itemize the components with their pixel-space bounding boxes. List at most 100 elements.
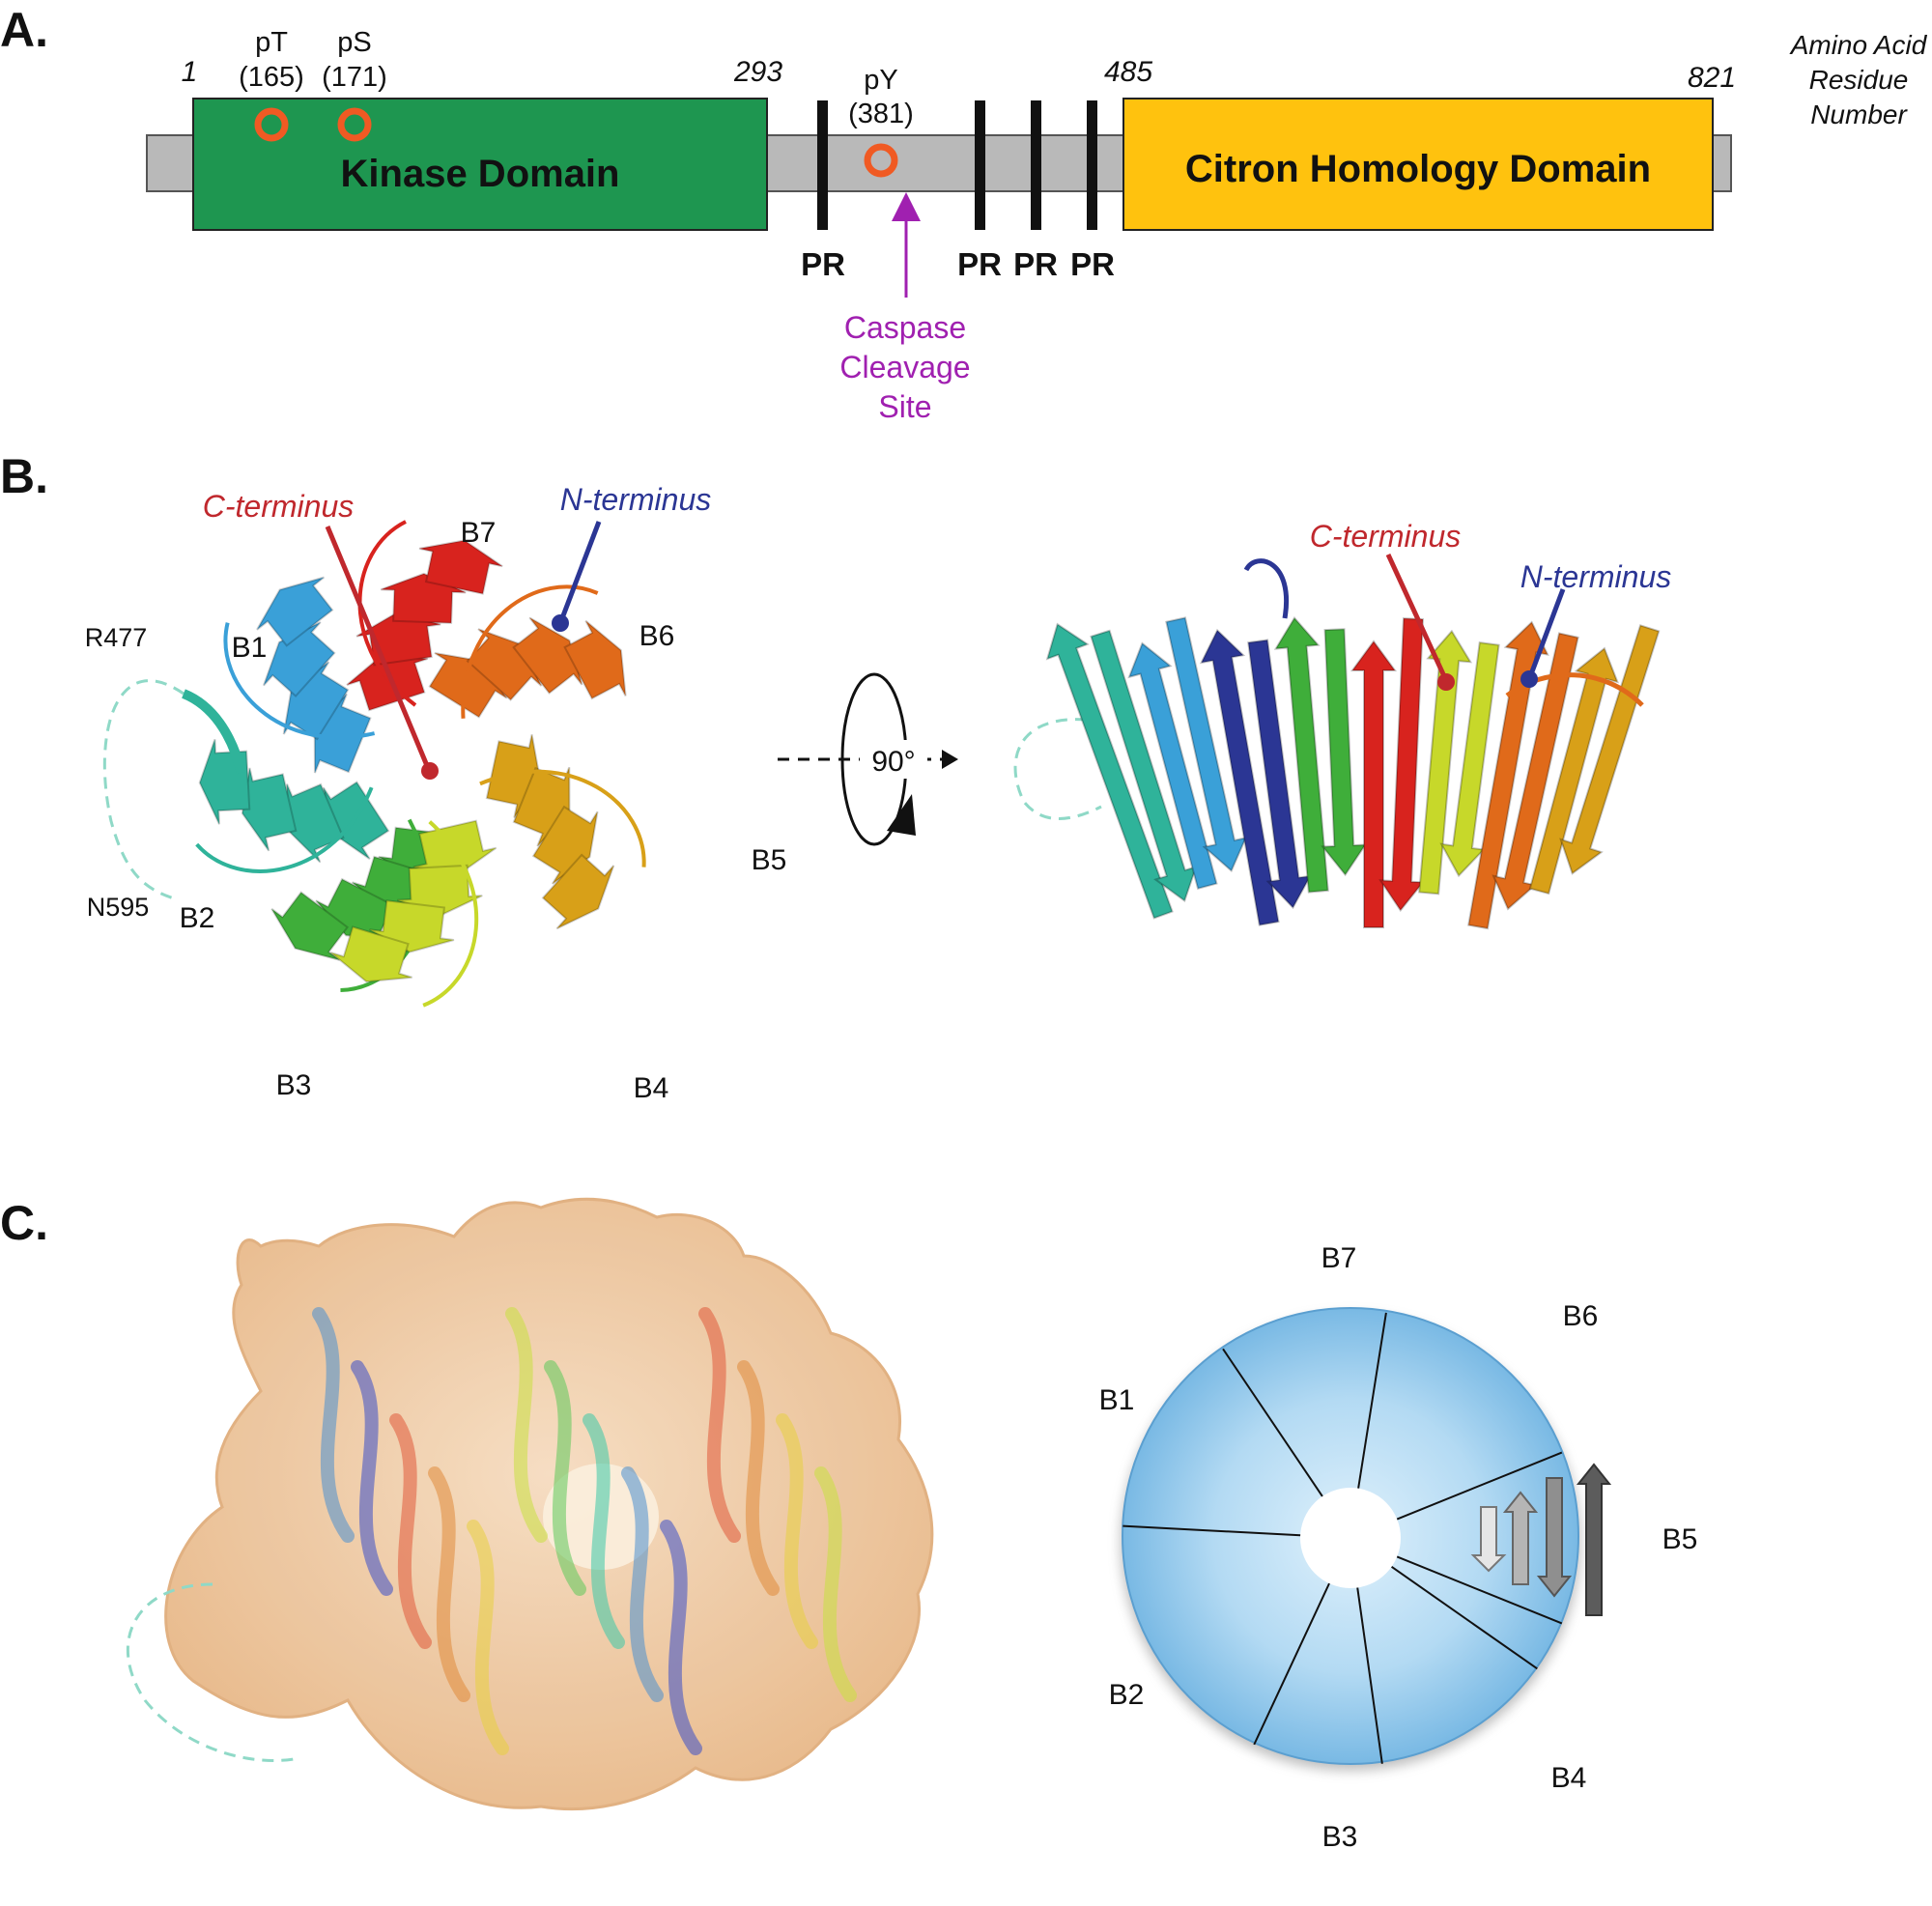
donut-label-b2: B2 xyxy=(1109,1679,1145,1711)
site-pt-marker xyxy=(254,107,289,142)
axis-note-line-2: Residue xyxy=(1809,65,1909,95)
panel-c-letter: C. xyxy=(0,1196,48,1250)
kinase-domain-label: Kinase Domain xyxy=(341,153,620,195)
loop xyxy=(479,769,646,868)
site-py-marker xyxy=(864,143,898,178)
n-terminus-pointer-left xyxy=(559,521,602,619)
surface-ribbon xyxy=(582,1413,625,1649)
blade-label-b1: B1 xyxy=(232,632,268,664)
side-strand xyxy=(1321,628,1368,877)
donut-label-b3: B3 xyxy=(1322,1821,1358,1853)
donut-spoke xyxy=(1391,1566,1538,1670)
donut-spoke xyxy=(1357,1312,1387,1489)
c-terminus-dot-left xyxy=(421,762,439,780)
side-strand xyxy=(1045,622,1174,920)
n-terminus-pointer-right xyxy=(1528,588,1566,675)
strand-arrow xyxy=(270,891,350,961)
site-py-position: (381) xyxy=(848,99,914,129)
caspase-label-line-3: Site xyxy=(878,389,931,424)
residue-number-485: 485 xyxy=(1104,56,1152,88)
pr-label-3: PR xyxy=(1013,246,1058,282)
surface-ribbon xyxy=(467,1520,509,1755)
site-pt-type: pT xyxy=(255,27,288,58)
side-strand xyxy=(1467,620,1549,930)
surface-ribbon xyxy=(698,1307,741,1543)
side-strand xyxy=(1247,639,1313,910)
strand-arrow xyxy=(329,925,412,983)
residue-label-r477: R477 xyxy=(85,623,148,652)
donut-label-b7: B7 xyxy=(1321,1242,1357,1274)
propeller-structure-top-view xyxy=(102,520,646,1008)
surface-ribbon xyxy=(351,1360,393,1596)
loop xyxy=(223,622,376,740)
site-ps-position: (171) xyxy=(322,62,387,93)
n-terminus-label-left: N-terminus xyxy=(560,482,711,517)
surface-ribbon xyxy=(312,1307,355,1543)
donut-spoke xyxy=(1122,1524,1301,1537)
c-terminus-dot-right xyxy=(1437,673,1455,691)
surface-ribbon xyxy=(660,1520,702,1755)
c-terminus-pointer-right xyxy=(1385,553,1447,678)
side-strand xyxy=(1528,646,1619,896)
rotation-arrow-icon xyxy=(887,794,916,836)
side-strand xyxy=(1439,641,1500,878)
propeller-donut-diagram xyxy=(1121,1307,1612,1771)
top-loop xyxy=(1243,558,1290,619)
site-ps-type: pS xyxy=(337,27,371,58)
blade-shapes-right xyxy=(1045,558,1661,930)
side-strand xyxy=(1559,624,1661,875)
donut-spoke xyxy=(1356,1587,1383,1764)
rotation-label: 90° xyxy=(871,746,915,778)
surface-ribbon xyxy=(737,1360,780,1596)
residue-number-1: 1 xyxy=(182,56,198,88)
donut-label-b4: B4 xyxy=(1551,1762,1587,1794)
blade-label-b2: B2 xyxy=(180,902,215,934)
strand-arrow xyxy=(256,576,334,647)
c-terminus-pointer-left xyxy=(325,526,431,769)
propeller-structure-side-view xyxy=(1013,558,1661,930)
surface-structure xyxy=(127,1197,934,1811)
residue-number-821: 821 xyxy=(1688,62,1736,94)
strand-arrow xyxy=(541,853,615,930)
pr-label-1: PR xyxy=(801,246,845,282)
blade-ribbon xyxy=(479,734,646,930)
side-strand xyxy=(1090,629,1198,903)
pr-label-2: PR xyxy=(957,246,1002,282)
surface-ribbon xyxy=(621,1466,664,1702)
blade-ribbon xyxy=(428,584,627,719)
pr-bar-1 xyxy=(817,100,828,230)
pr-bar-4 xyxy=(1087,100,1097,230)
side-strand xyxy=(1378,617,1426,912)
donut-spoke xyxy=(1253,1582,1330,1746)
caspase-label-line-1: Caspase xyxy=(844,310,966,345)
site-pt-position: (165) xyxy=(239,62,304,93)
n-terminus-label-right: N-terminus xyxy=(1520,559,1671,594)
surface-ribbon xyxy=(776,1413,818,1649)
n-terminus-dot-left xyxy=(552,614,569,632)
rotation-symbol xyxy=(778,672,958,846)
c-terminus-label-left: C-terminus xyxy=(203,489,354,524)
surface-ribbons xyxy=(312,1307,857,1755)
loop xyxy=(422,820,479,1008)
side-strand xyxy=(1199,628,1280,926)
right-loop xyxy=(1505,672,1644,707)
citron-domain-label: Citron Homology Domain xyxy=(1185,148,1651,190)
donut-spoke xyxy=(1396,1555,1563,1625)
donut-spoke xyxy=(1396,1451,1563,1521)
blade-ribbon xyxy=(195,739,390,873)
surface-ribbon xyxy=(389,1413,432,1649)
helix xyxy=(181,689,246,775)
blade-shapes-left xyxy=(181,520,646,1008)
blade-label-b4: B4 xyxy=(634,1072,669,1104)
donut-spokes xyxy=(1122,1312,1563,1764)
blade-label-b6: B6 xyxy=(639,620,675,652)
blade-label-b5: B5 xyxy=(752,844,787,876)
residue-label-n595: N595 xyxy=(87,893,150,922)
donut-spoke xyxy=(1222,1348,1323,1497)
pr-label-4: PR xyxy=(1070,246,1115,282)
beta-strand-arrows-icon xyxy=(1470,1463,1612,1616)
kinase-domain-box xyxy=(192,98,768,231)
strand-arrow xyxy=(418,539,503,595)
surface-ribbon xyxy=(428,1466,470,1702)
